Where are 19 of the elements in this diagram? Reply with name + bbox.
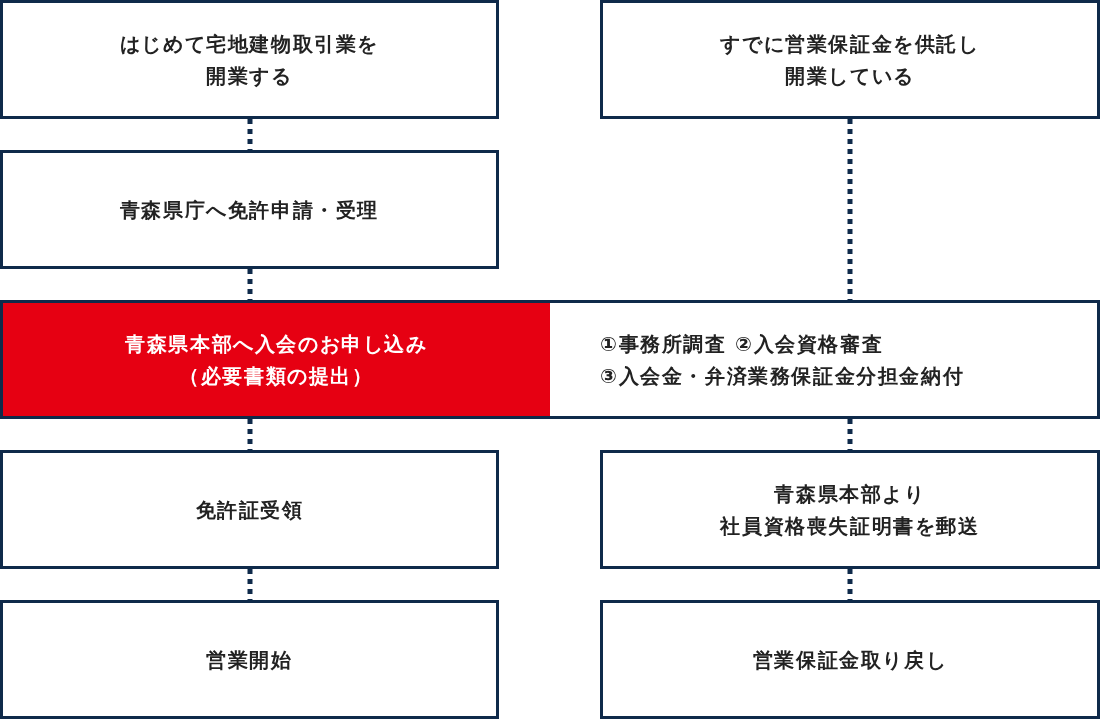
process-box — [0, 450, 499, 569]
box-text: ①事務所調査 ②入会資格審査 — [600, 330, 884, 358]
box-text: 営業保証金取り戻し — [752, 646, 948, 674]
process-box — [600, 0, 1100, 119]
process-box — [550, 300, 1100, 419]
box-text: 青森県本部へ入会のお申し込み（必要書類の提出） — [125, 330, 428, 390]
process-box — [600, 600, 1100, 719]
box-text: はじめて宅地建物取引業を開業する — [119, 30, 380, 90]
process-box — [600, 450, 1100, 569]
process-box — [0, 300, 550, 419]
box-text: 青森県本部より社員資格喪失証明書を郵送 — [720, 480, 980, 540]
process-box — [0, 150, 499, 269]
box-text: 免許証受領 — [195, 496, 304, 524]
box-text: すでに営業保証金を供託し開業している — [720, 30, 980, 90]
box-text: ③入会金・弁済業務保証金分担金納付 — [600, 362, 965, 390]
process-box — [0, 600, 499, 719]
box-text: 営業開始 — [206, 646, 293, 674]
box-text: 青森県庁へ免許申請・受理 — [119, 196, 380, 224]
process-box — [0, 0, 499, 119]
